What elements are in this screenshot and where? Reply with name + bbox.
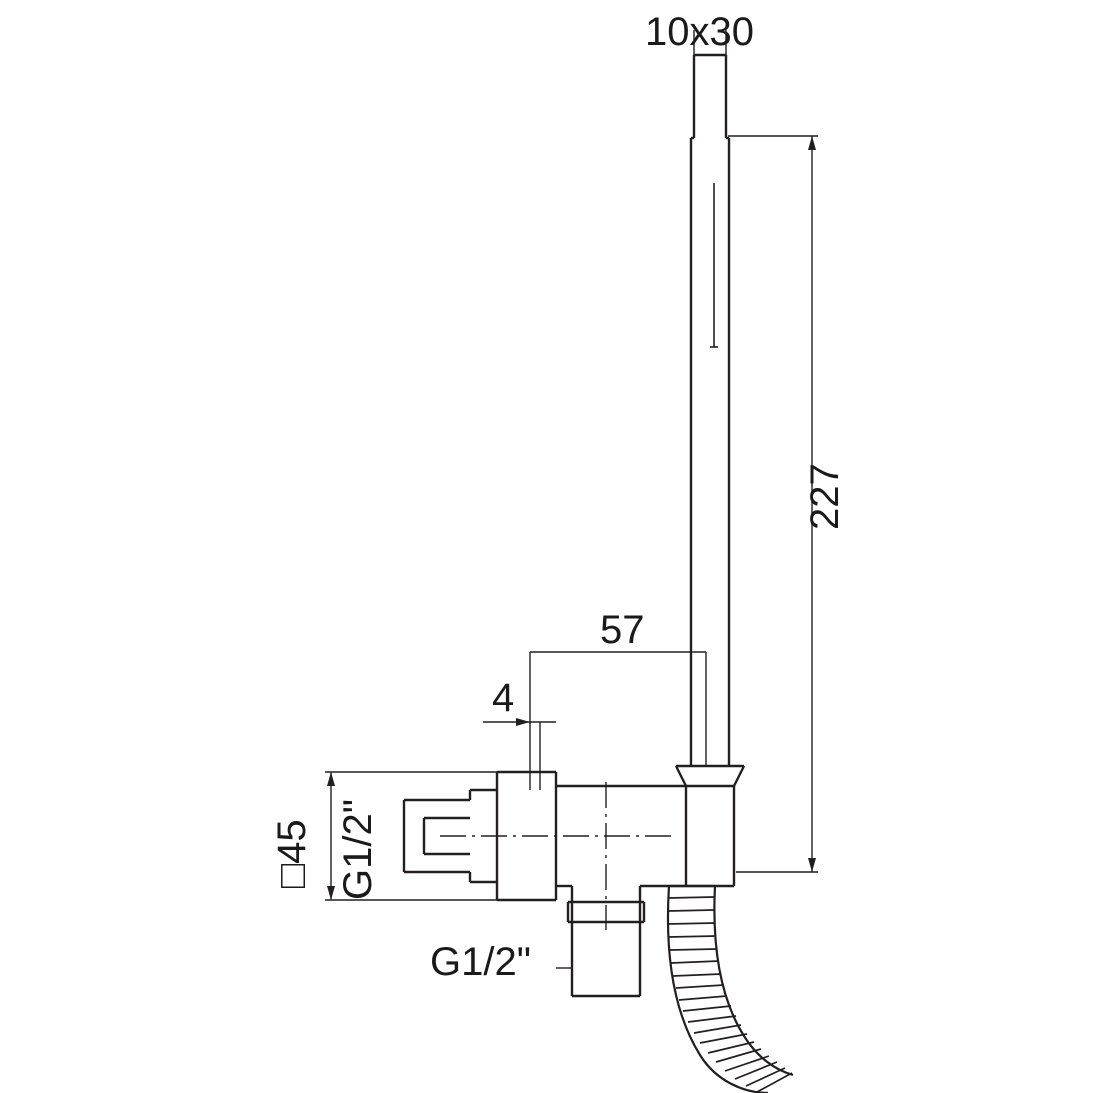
dim-45-arrows [327,772,335,900]
dim-label-227: 227 [803,463,847,530]
dim-label-outlet-thread: G1/2" [430,940,531,984]
dim-227 [728,135,818,873]
dim-45 [325,771,497,901]
dim-label-inlet-thread: G1/2" [336,799,380,900]
dim-227-arrows [808,136,816,872]
handset-slot-line [710,183,718,348]
dim-4-arrows [516,718,530,726]
dim-4 [483,721,556,790]
dim-10x30 [693,30,727,58]
inlet-spigot [402,788,497,884]
handset-tube [689,53,731,766]
dim-label-10x30: 10x30 [645,10,754,54]
flexible-hose-ribs [667,896,793,1093]
flexible-hose [666,884,794,1093]
dim-label-57: 57 [600,608,645,652]
dim-57 [529,651,707,766]
holder-body [684,786,736,888]
dim-label-4: 4 [492,676,515,720]
dim-label-square-45: □45 [270,819,314,888]
outlet-spigot [566,886,646,998]
handset-cone [674,764,746,788]
